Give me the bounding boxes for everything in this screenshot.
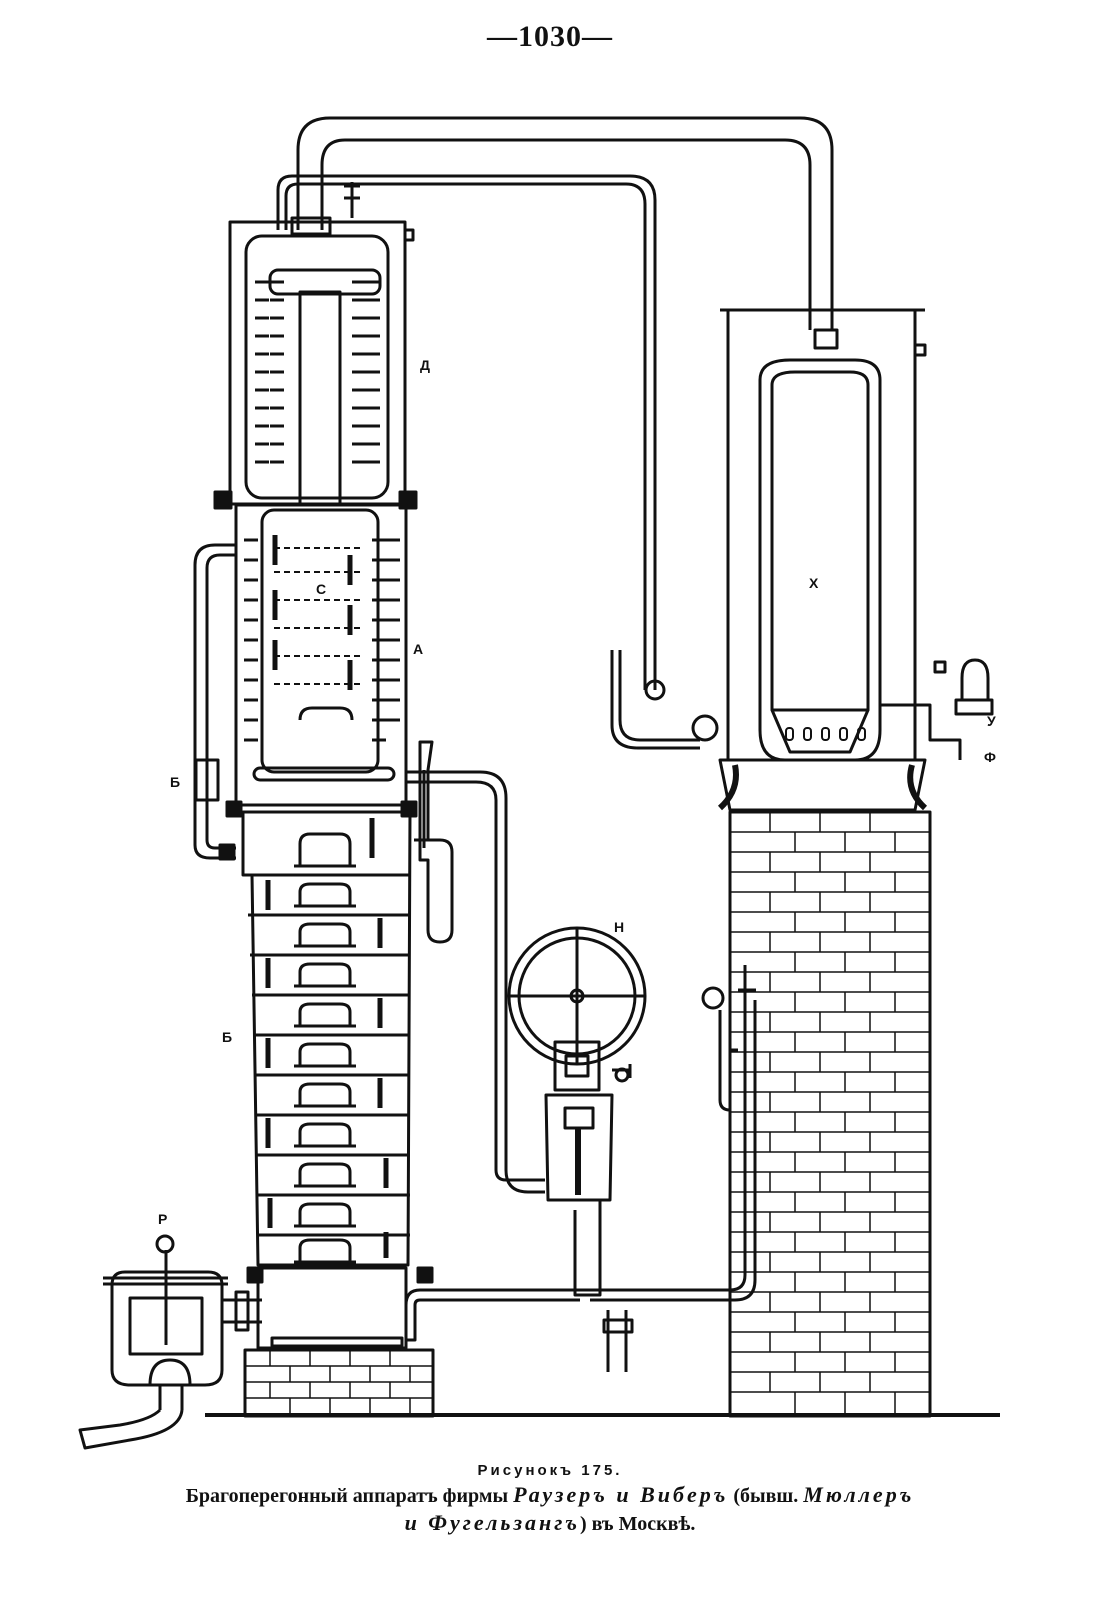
caption-line-2: и Фугельзангъ) въ Москвѣ.	[60, 1509, 1040, 1537]
caption-mid: (бывш.	[728, 1484, 804, 1507]
label-b-lower: Б	[222, 1029, 232, 1045]
vessel-p	[78, 1234, 262, 1450]
caption-firm-2b: и Фугельзангъ	[404, 1509, 580, 1535]
label-c: С	[316, 581, 326, 597]
burner-ports	[785, 727, 866, 741]
figure-number: Рисунокъ 175.	[477, 1462, 623, 1479]
rectifier-coil	[244, 538, 400, 742]
rectifier-a	[234, 503, 408, 807]
heater-inlet-pipe	[618, 650, 700, 742]
caption-suffix: ) въ Москвѣ.	[579, 1512, 696, 1535]
label-r: Р	[158, 1211, 167, 1227]
thin-connecting-pipe	[276, 174, 657, 690]
column-brick-foundation	[243, 1348, 435, 1418]
heater-brick-base	[728, 810, 932, 1418]
caption-firm-1: Раузеръ и Виберъ	[513, 1481, 729, 1507]
label-u: У	[987, 713, 996, 729]
caption-line-1: Брагоперегонный аппаратъ фирмы Раузеръ и…	[60, 1481, 1040, 1509]
label-d: Д	[420, 357, 430, 373]
bubble-caps	[294, 832, 356, 1264]
condenser-pipe	[406, 770, 545, 1194]
label-n: Н	[614, 919, 624, 935]
dephlegmator-coil-left	[255, 280, 284, 464]
pump-flywheel-n	[507, 926, 647, 1372]
column-base	[256, 1266, 408, 1350]
heater-x	[720, 308, 927, 762]
page-number: —1030—	[487, 20, 613, 53]
caption-prefix: Брагоперегонный аппаратъ фирмы	[185, 1484, 514, 1507]
bottom-connecting-pipe	[404, 1288, 580, 1342]
label-b-upper: Б	[170, 774, 180, 790]
downcomers	[265, 818, 389, 1258]
left-side-pipe	[193, 543, 236, 860]
brick-courses	[730, 812, 930, 1416]
caption-firm-2a: Мюллеръ	[803, 1481, 915, 1507]
top-vapor-pipe	[296, 116, 834, 330]
label-x: Х	[809, 575, 819, 591]
sight-glass-u	[960, 658, 990, 702]
figure-caption: Рисунокъ 175. Брагоперегонный аппаратъ ф…	[60, 1462, 1040, 1537]
rectifier-trays	[274, 547, 364, 685]
dephlegmator-coil-right	[352, 280, 380, 464]
label-f: Ф	[984, 749, 996, 765]
outlet-pipe	[78, 1408, 184, 1450]
label-a: А	[413, 641, 423, 657]
beer-column-b	[241, 810, 412, 1267]
